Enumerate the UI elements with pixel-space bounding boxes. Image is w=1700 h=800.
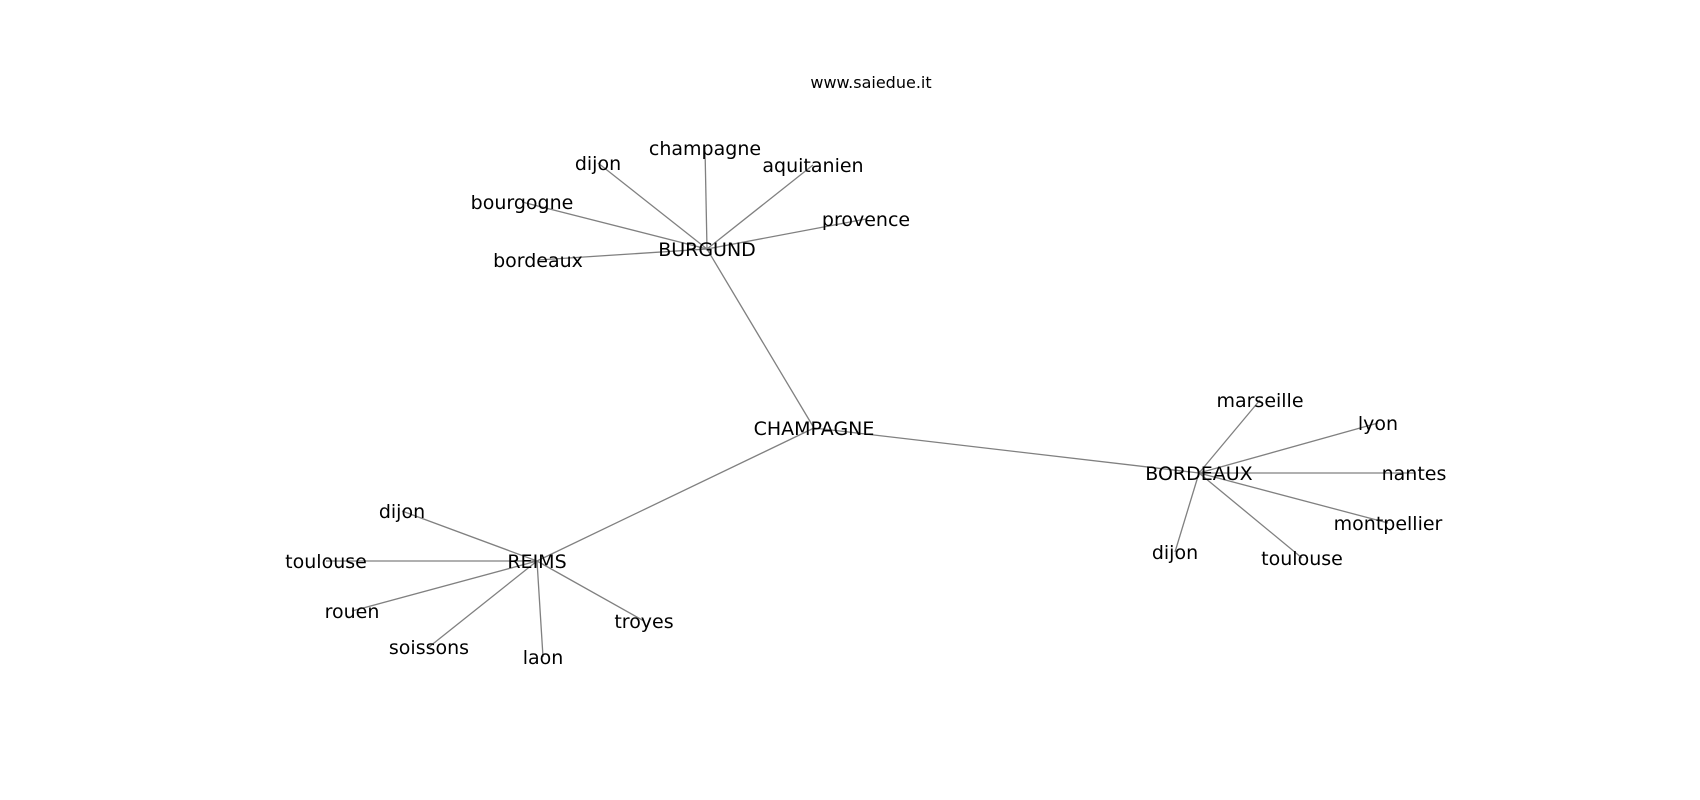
- edges-layer: [326, 147, 1414, 658]
- edge-burgund-b_aquitanien: [706, 164, 814, 250]
- node-label-reims: REIMS: [507, 551, 566, 573]
- node-label-r-soissons: soissons: [389, 637, 469, 659]
- node-label-b-aquitanien: aquitanien: [762, 155, 863, 177]
- edge-bordeaux_hub-bx_marseille: [1198, 399, 1261, 474]
- edge-bordeaux_hub-bx_lyon: [1198, 422, 1379, 474]
- node-label-b-bourgogne: bourgogne: [471, 192, 574, 214]
- edge-bordeaux_hub-bx_montpellier: [1198, 472, 1389, 524]
- edge-burgund-b_bourgogne: [521, 201, 708, 250]
- node-label-r-troyes: troyes: [614, 611, 673, 633]
- node-label-r-toulouse: toulouse: [285, 551, 367, 573]
- node-label-r-laon: laon: [523, 647, 564, 669]
- node-label-r-rouen: rouen: [325, 601, 380, 623]
- node-label-b-bordeaux: bordeaux: [493, 250, 583, 272]
- edge-bordeaux_hub-bx_dijon: [1174, 472, 1200, 553]
- node-label-bordeaux-hub: BORDEAUX: [1145, 463, 1252, 485]
- node-label-bx-lyon: lyon: [1358, 413, 1398, 435]
- edge-champagne_hub-burgund: [706, 248, 815, 429]
- node-label-bx-montpellier: montpellier: [1334, 513, 1443, 535]
- node-label-b-dijon: dijon: [575, 153, 621, 175]
- edge-burgund-b_provence: [706, 218, 867, 250]
- node-label-bx-marseille: marseille: [1216, 390, 1303, 412]
- node-label-champagne-hub: CHAMPAGNE: [754, 418, 875, 440]
- node-label-burgund: BURGUND: [658, 239, 756, 261]
- node-label-b-provence: provence: [822, 209, 910, 231]
- site-title: www.saiedue.it: [810, 73, 931, 92]
- node-label-bx-dijon: dijon: [1152, 542, 1198, 564]
- edge-reims-r_troyes: [536, 560, 645, 622]
- node-label-b-champagne: champagne: [649, 138, 761, 160]
- edge-burgund-b_bordeaux: [537, 248, 708, 261]
- edge-burgund-b_champagne: [704, 147, 708, 250]
- node-label-r-dijon: dijon: [379, 501, 425, 523]
- edge-reims-r_dijon: [401, 510, 538, 562]
- node-label-bx-toulouse: toulouse: [1261, 548, 1343, 570]
- edge-bordeaux_hub-bx_toulouse: [1198, 472, 1303, 559]
- edge-champagne_hub-bordeaux_hub: [813, 427, 1200, 474]
- node-label-bx-nantes: nantes: [1382, 463, 1447, 485]
- edge-reims-r_rouen: [351, 560, 538, 612]
- labels-layer: CHAMPAGNE BURGUND REIMS BORDEAUX dijon champa…: [285, 138, 1446, 669]
- edge-reims-r_laon: [536, 560, 544, 658]
- edge-burgund-b_dijon: [597, 162, 708, 250]
- edge-champagne_hub-reims: [536, 427, 815, 562]
- edge-reims-r_soissons: [428, 560, 538, 648]
